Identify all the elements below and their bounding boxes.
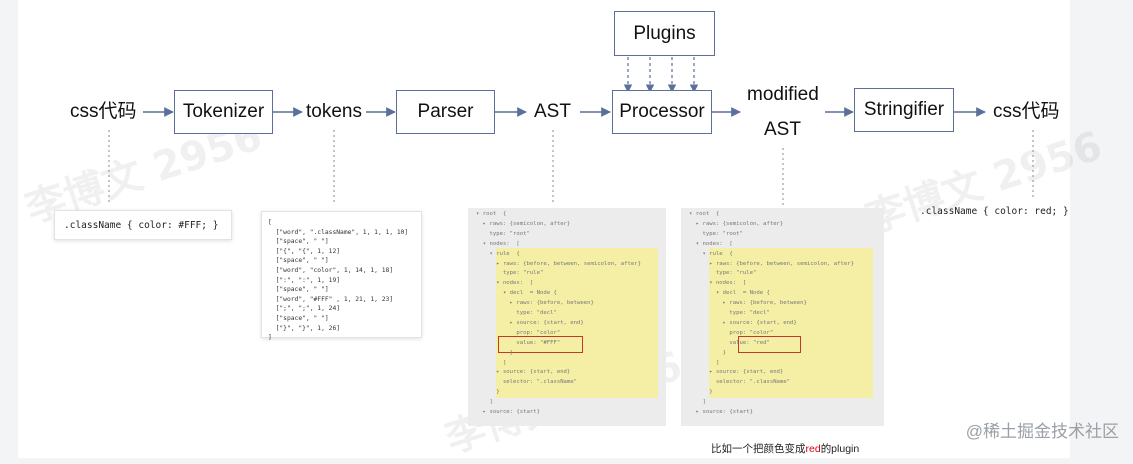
token-line: ["{", "{", 1, 12]	[268, 247, 341, 255]
ast-line: value: "#FFF"	[476, 339, 561, 346]
output-css-code: .className { color: red; }	[920, 206, 1069, 217]
ast-panel: ▾ root { ▸ raws: {semicolon, after} type…	[468, 208, 666, 426]
tokenizer-box: Tokenizer	[174, 90, 273, 134]
modified-ast-line: }	[689, 349, 727, 356]
token-line: ["space", " "]	[268, 314, 329, 322]
modified-label-line2: AST	[764, 119, 801, 140]
parser-box: Parser	[396, 90, 495, 134]
ast-line: ▾ nodes: [	[476, 240, 520, 247]
ast-line: }	[476, 349, 514, 356]
token-line: ["word", "#FFF" , 1, 21, 1, 23]	[268, 295, 394, 303]
token-line: ["space", " "]	[268, 286, 329, 294]
site-watermark: @稀土掘金技术社区	[965, 422, 1119, 441]
ast-line: prop: "color"	[476, 329, 561, 336]
token-line: ["space", " "]	[268, 257, 329, 265]
token-line: [":", ":", 1, 19]	[268, 276, 341, 284]
modified-ast-line: type: "decl"	[689, 310, 770, 316]
ast-highlight	[496, 248, 658, 398]
modified-ast-line: ]	[689, 359, 720, 366]
modified-ast-line: type: "root"	[689, 230, 743, 237]
token-line: [";", ";", 1, 24]	[268, 305, 341, 313]
token-line: ["word", "color", 1, 14, 1, 18]	[268, 266, 394, 274]
modified-ast-line: ▸ raws: {semicolon, after}	[689, 220, 784, 227]
modified-ast-line: ▸ source: {start, end}	[689, 369, 784, 376]
ast-line: ]	[476, 359, 507, 366]
ast-line: type: "root"	[476, 230, 530, 237]
ast-line: ▸ source: {start, end}	[476, 319, 584, 326]
modified-ast-line: ▸ raws: {before, between}	[689, 300, 807, 307]
tokens-label: tokens	[306, 101, 362, 122]
input-css-card: .className { color: #FFF; }	[54, 210, 232, 240]
token-line: ]	[268, 334, 272, 342]
modified-ast-line: ▸ source: {start, end}	[689, 319, 797, 326]
value-red-box	[498, 336, 583, 353]
ast-line: ▸ source: {start}	[476, 409, 540, 415]
token-line: [	[268, 219, 272, 226]
modified-ast-line: ▸ source: {start}	[689, 409, 753, 415]
modified-ast-line: ▾ nodes: [	[689, 280, 747, 287]
css-input-label: css代码	[70, 101, 137, 122]
ast-line: ▾ decl = Node {	[476, 290, 557, 297]
ast-line: ▸ raws: {semicolon, after}	[476, 220, 571, 227]
modified-ast-line: ▾ rule {	[689, 250, 733, 257]
modified-ast-panel: ▾ root { ▸ raws: {semicolon, after} type…	[681, 208, 884, 426]
ast-line: type: "rule"	[476, 270, 544, 277]
modified-ast-line: ]	[689, 399, 706, 406]
caption-highlight: red	[805, 443, 821, 455]
modified-value-red-box	[738, 336, 801, 353]
ast-label: AST	[534, 101, 571, 122]
ast-line: selector: ".className"	[476, 379, 578, 386]
modified-ast-line: type: "rule"	[689, 270, 757, 277]
modified-ast-line: ▾ nodes: [	[689, 240, 733, 247]
css-output-label: css代码	[993, 101, 1060, 122]
ast-line: ▾ nodes: [	[476, 280, 534, 287]
caption-after: 的plugin	[820, 443, 860, 455]
modified-ast-line: ▾ root {	[689, 211, 720, 217]
plugin-caption: 比如一个把颜色变成red的plugin	[711, 441, 859, 456]
plugins-box: Plugins	[614, 11, 715, 56]
tokens-card: [ ["word", ".className", 1, 1, 1, 10] ["…	[261, 211, 422, 341]
token-line: ["}", "}", 1, 26]	[268, 324, 341, 332]
ast-line: ▾ rule {	[476, 250, 520, 257]
modified-ast-line: selector: ".className"	[689, 379, 791, 386]
processor-box: Processor	[612, 90, 712, 134]
ast-line: ]	[476, 399, 493, 406]
ast-line: ▸ source: {start, end}	[476, 369, 571, 376]
token-line: ["space", " "]	[268, 238, 329, 246]
modified-ast-line: ▸ raws: {before, between, semicolon, aft…	[689, 260, 855, 267]
stringifier-box: Stringifier	[854, 88, 954, 132]
ast-line: ▸ raws: {before, between}	[476, 300, 594, 307]
ast-line: type: "decl"	[476, 310, 557, 316]
modified-ast-highlight	[709, 248, 873, 398]
token-line: ["word", ".className", 1, 1, 1, 10]	[268, 228, 409, 236]
ast-line: }	[476, 389, 500, 396]
modified-ast-line: }	[689, 389, 713, 396]
input-css-code: .className { color: #FFF; }	[64, 219, 219, 231]
ast-line: ▾ root {	[476, 211, 507, 217]
tokens-list: [ ["word", ".className", 1, 1, 1, 10] ["…	[268, 218, 421, 343]
caption-before: 比如一个把颜色变成	[711, 443, 806, 455]
ast-line: ▸ raws: {before, between, semicolon, aft…	[476, 260, 642, 267]
modified-ast-line: value: "red"	[689, 339, 770, 346]
modified-ast-line: ▾ decl = Node {	[689, 290, 770, 297]
modified-label-line1: modified	[747, 84, 819, 105]
modified-ast-line: prop: "color"	[689, 329, 774, 336]
